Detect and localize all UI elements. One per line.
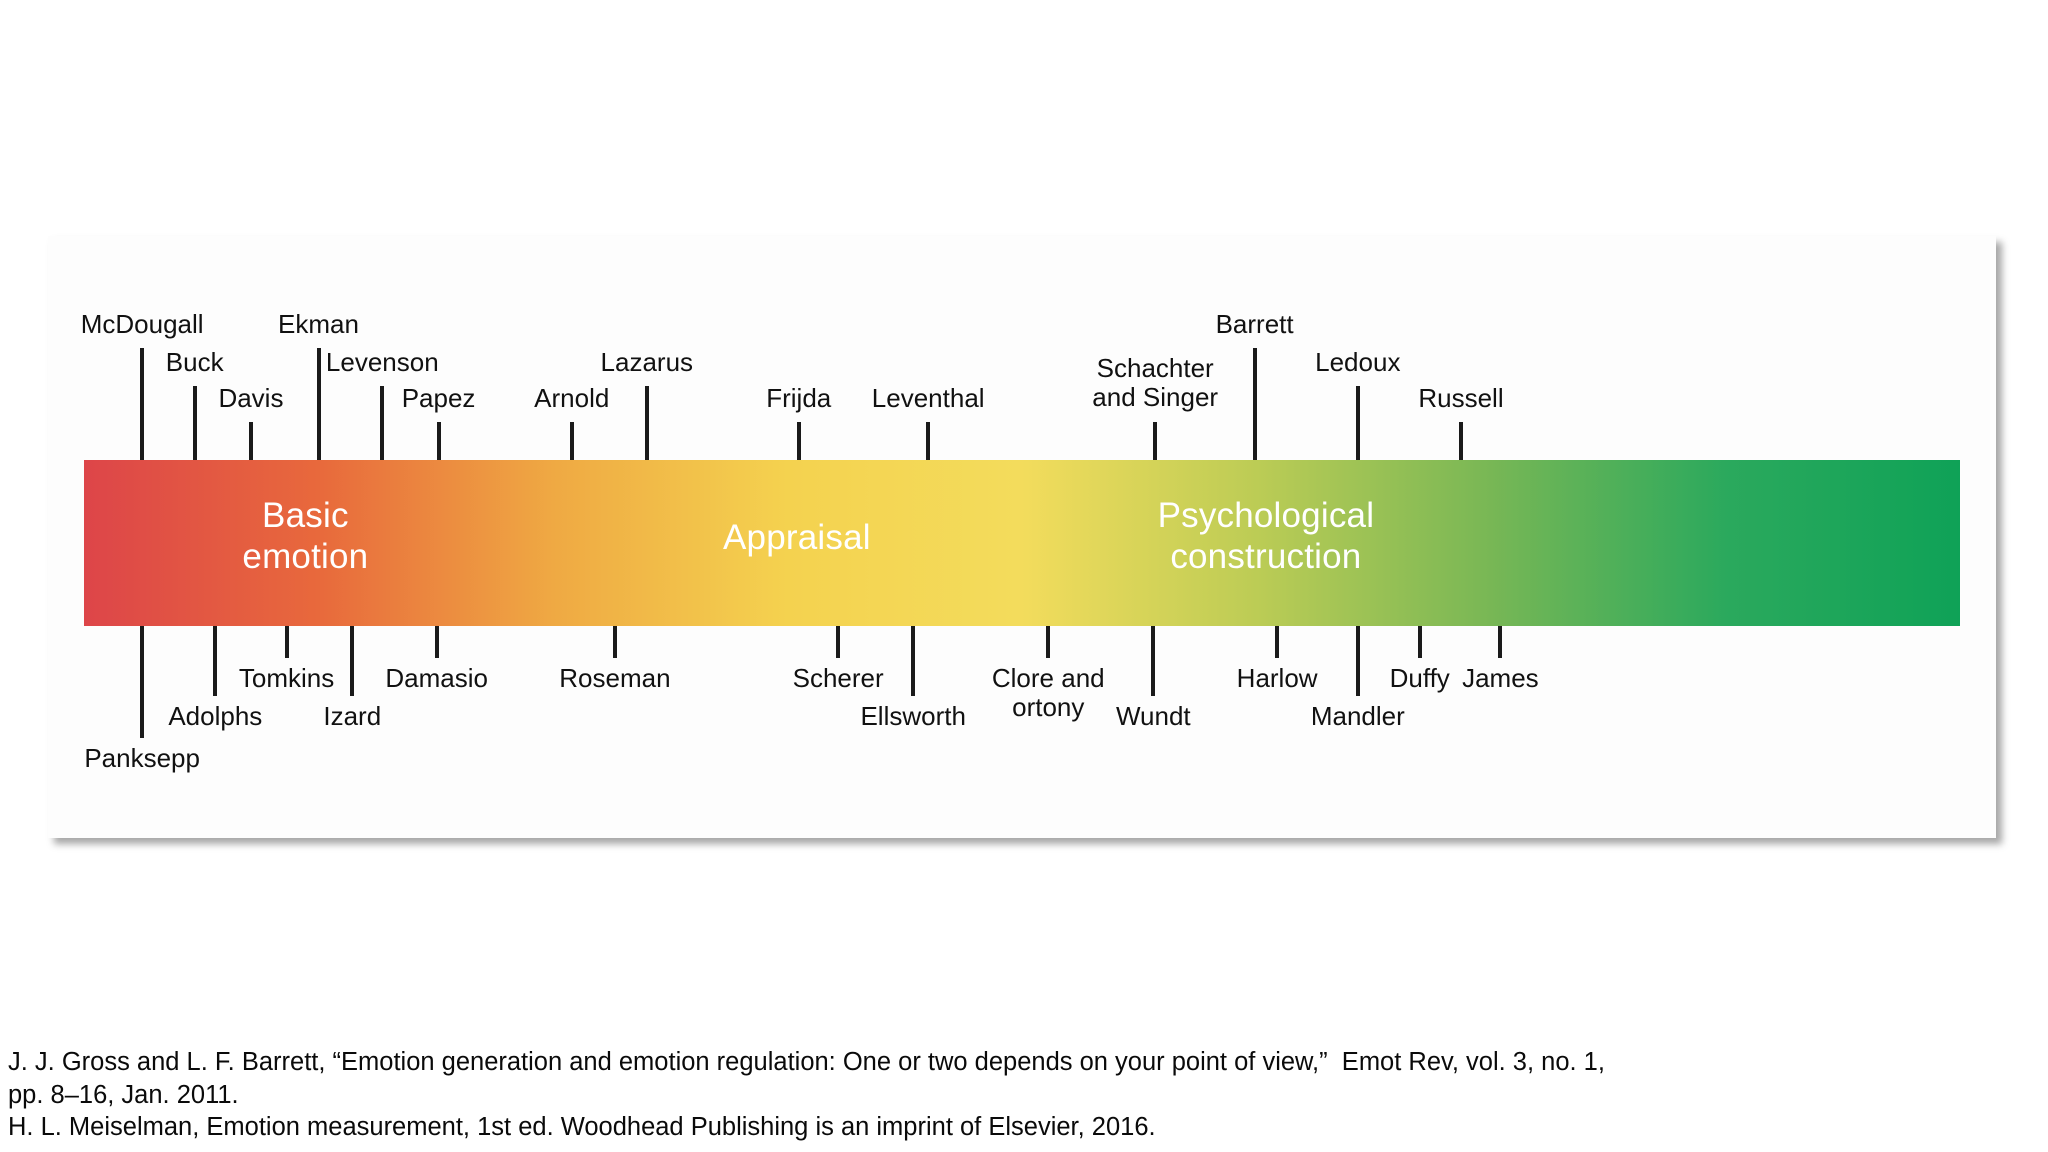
tick-bottom-8 xyxy=(1046,626,1051,658)
top-label-4: Levenson xyxy=(325,347,439,377)
tick-bottom-0 xyxy=(140,626,145,738)
top-label-7: Lazarus xyxy=(600,347,694,377)
citation-block: J. J. Gross and L. F. Barrett, “Emotion … xyxy=(8,1046,2044,1144)
bottom-label-3: Izard xyxy=(323,701,382,731)
tick-top-4 xyxy=(380,386,385,460)
tick-top-9 xyxy=(926,422,931,460)
tick-bottom-10 xyxy=(1275,626,1280,658)
bottom-label-6: Scherer xyxy=(792,663,884,693)
bottom-label-5: Roseman xyxy=(559,663,671,693)
tick-bottom-13 xyxy=(1498,626,1503,658)
tick-bottom-1 xyxy=(213,626,218,696)
tick-bottom-3 xyxy=(350,626,355,696)
tick-bottom-2 xyxy=(284,626,289,658)
citation-line-1: J. J. Gross and L. F. Barrett, “Emotion … xyxy=(8,1048,1605,1076)
bar-label-psychological-construction: Psychological construction xyxy=(1157,496,1375,576)
citation-line-3: H. L. Meiselman, Emotion measurement, 1s… xyxy=(8,1113,1156,1142)
tick-bottom-11 xyxy=(1355,626,1360,696)
tick-bottom-12 xyxy=(1417,626,1422,658)
bottom-label-0: Panksepp xyxy=(84,743,200,773)
bottom-label-1: Adolphs xyxy=(168,701,263,731)
bottom-label-8: Clore and ortony xyxy=(991,663,1105,723)
top-label-3: Ekman xyxy=(278,309,359,339)
bar-label-basic-emotion: Basic emotion xyxy=(242,496,369,576)
top-label-5: Papez xyxy=(401,383,476,413)
tick-top-1 xyxy=(192,386,197,460)
tick-top-2 xyxy=(248,422,253,460)
top-label-10: Schachter and Singer xyxy=(1092,353,1219,413)
top-label-2: Davis xyxy=(218,383,284,413)
bottom-label-2: Tomkins xyxy=(238,663,335,693)
tick-top-12 xyxy=(1355,386,1360,460)
bottom-label-13: James xyxy=(1462,663,1539,693)
tick-bottom-5 xyxy=(612,626,617,658)
tick-top-8 xyxy=(796,422,801,460)
tick-bottom-7 xyxy=(911,626,916,696)
tick-bottom-9 xyxy=(1151,626,1156,696)
bar-label-appraisal: Appraisal xyxy=(723,518,871,557)
tick-top-0 xyxy=(140,348,145,460)
top-label-1: Buck xyxy=(165,347,224,377)
tick-top-13 xyxy=(1458,422,1463,460)
tick-top-3 xyxy=(316,348,321,460)
top-label-9: Leventhal xyxy=(871,383,985,413)
tick-top-7 xyxy=(644,386,649,460)
bottom-label-11: Mandler xyxy=(1310,701,1405,731)
top-label-13: Russell xyxy=(1418,383,1504,413)
bottom-label-4: Damasio xyxy=(385,663,488,693)
tick-bottom-6 xyxy=(836,626,841,658)
bottom-label-7: Ellsworth xyxy=(860,701,966,731)
top-label-6: Arnold xyxy=(534,383,610,413)
top-label-8: Frijda xyxy=(766,383,832,413)
top-label-12: Ledoux xyxy=(1315,347,1401,377)
emotion-theory-spectrum-bar: Basic emotion Appraisal Psychological cons… xyxy=(84,460,1960,626)
tick-bottom-4 xyxy=(434,626,439,658)
bottom-label-9: Wundt xyxy=(1115,701,1191,731)
bottom-label-10: Harlow xyxy=(1236,663,1318,693)
tick-top-11 xyxy=(1252,348,1257,460)
bottom-label-12: Duffy xyxy=(1389,663,1450,693)
citation-line-2: pp. 8–16, Jan. 2011. xyxy=(8,1080,239,1109)
tick-top-5 xyxy=(436,422,441,460)
top-label-0: McDougall xyxy=(80,309,204,339)
top-label-11: Barrett xyxy=(1215,309,1294,339)
tick-top-10 xyxy=(1153,422,1158,460)
tick-top-6 xyxy=(569,422,574,460)
